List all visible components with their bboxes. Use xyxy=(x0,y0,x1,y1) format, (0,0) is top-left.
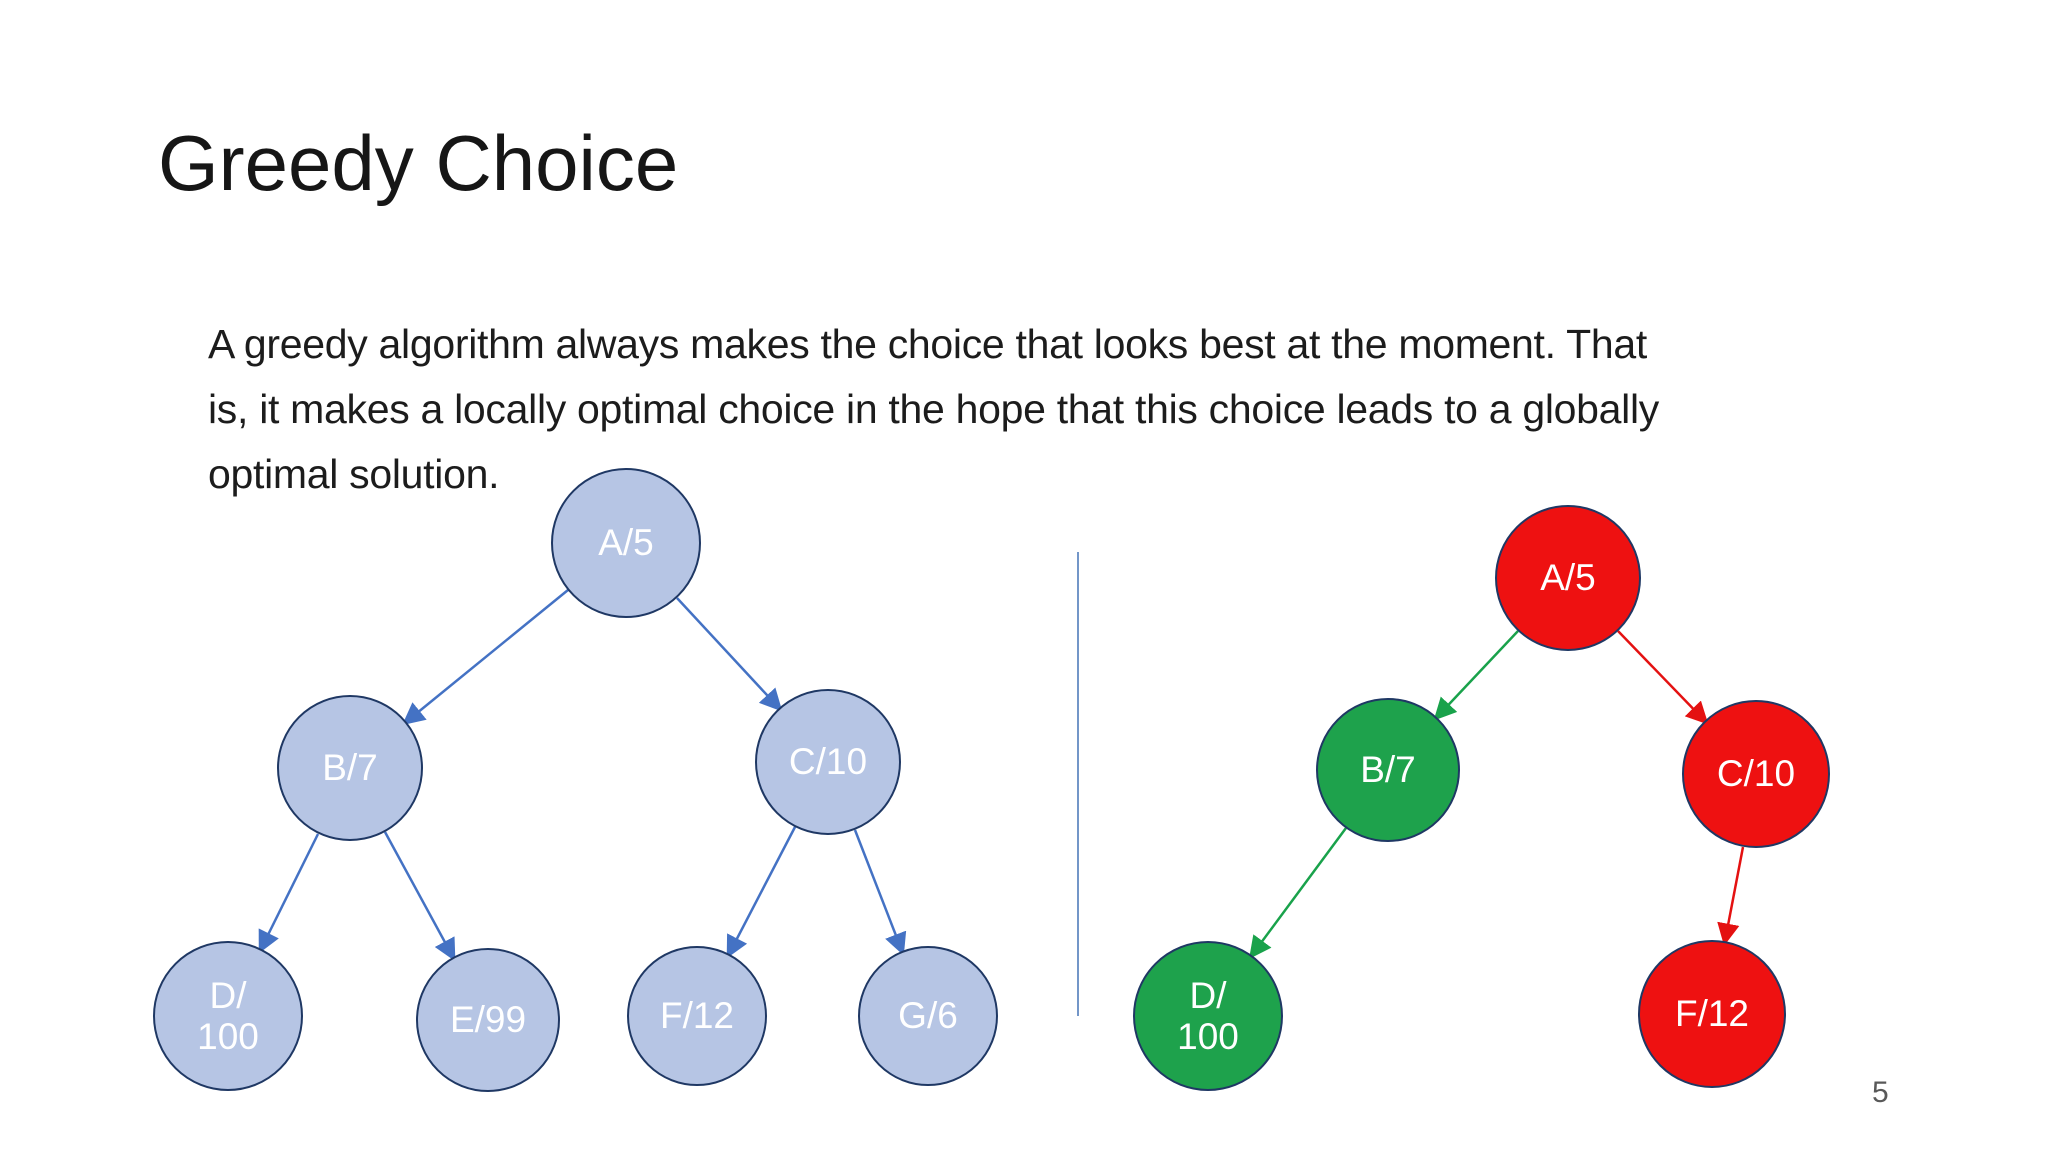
tree1-node-g-label: G/6 xyxy=(898,995,958,1037)
tree2-node-c-label: C/10 xyxy=(1716,753,1796,795)
edge-right-c-f xyxy=(1717,846,1745,946)
edge-left-b-e xyxy=(383,831,456,962)
tree1-node-f-label: F/12 xyxy=(659,995,735,1037)
edge-right-a-c xyxy=(1617,630,1709,725)
tree2-node-b: B/7 xyxy=(1316,698,1460,842)
tree2-node-a-label: A/5 xyxy=(1540,557,1596,599)
edge-right-a-b xyxy=(1433,630,1519,721)
tree1-node-b: B/7 xyxy=(277,695,423,841)
tree1-node-e: E/99 xyxy=(416,948,560,1092)
page-number: 5 xyxy=(1872,1076,1889,1109)
edge-left-a-c xyxy=(676,597,783,712)
tree1-node-b-label: B/7 xyxy=(322,747,378,789)
tree2-node-d-label: D/ 100 xyxy=(1177,974,1239,1057)
edge-left-b-d xyxy=(258,833,320,954)
tree2-node-f-label: F/12 xyxy=(1674,993,1750,1035)
tree1-node-c: C/10 xyxy=(755,689,901,835)
edge-left-c-f xyxy=(726,826,797,959)
tree1-node-d-label: D/ 100 xyxy=(197,974,259,1057)
tree2-node-d: D/ 100 xyxy=(1133,941,1283,1091)
tree1-node-c-label: C/10 xyxy=(788,741,868,783)
edge-left-a-b xyxy=(402,589,569,726)
tree1-node-g: G/6 xyxy=(858,946,998,1086)
slide-title: Greedy Choice xyxy=(158,119,679,207)
body-line-2: is, it makes a locally optimal choice in… xyxy=(208,386,1660,432)
body-line-3: optimal solution. xyxy=(208,451,500,497)
tree2-node-a: A/5 xyxy=(1495,505,1641,651)
edge-left-c-g xyxy=(853,829,907,956)
body-line-1: A greedy algorithm always makes the choi… xyxy=(208,321,1647,367)
body-paragraph: A greedy algorithm always makes the choi… xyxy=(208,312,1659,507)
tree1-node-f: F/12 xyxy=(627,946,767,1086)
tree2-node-f: F/12 xyxy=(1638,940,1786,1088)
edge-right-b-d xyxy=(1249,827,1348,960)
tree1-node-a-label: A/5 xyxy=(598,522,654,564)
tree1-node-e-label: E/99 xyxy=(449,999,527,1041)
tree2-node-c: C/10 xyxy=(1682,700,1830,848)
tree1-node-a: A/5 xyxy=(551,468,701,618)
tree1-node-d: D/ 100 xyxy=(153,941,303,1091)
tree2-node-b-label: B/7 xyxy=(1360,749,1416,791)
